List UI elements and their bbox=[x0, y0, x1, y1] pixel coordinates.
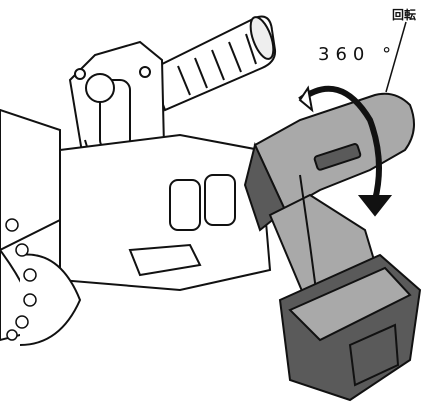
tool-head bbox=[0, 108, 272, 346]
ring-bolts bbox=[5, 218, 37, 341]
rotation-angle-label: 360 ° bbox=[318, 44, 398, 65]
rotation-arrow bbox=[298, 85, 393, 217]
battery-pack bbox=[278, 253, 422, 402]
label-leader-line bbox=[385, 21, 407, 93]
rotation-label: 回転 bbox=[392, 8, 417, 22]
side-handle bbox=[148, 15, 277, 112]
